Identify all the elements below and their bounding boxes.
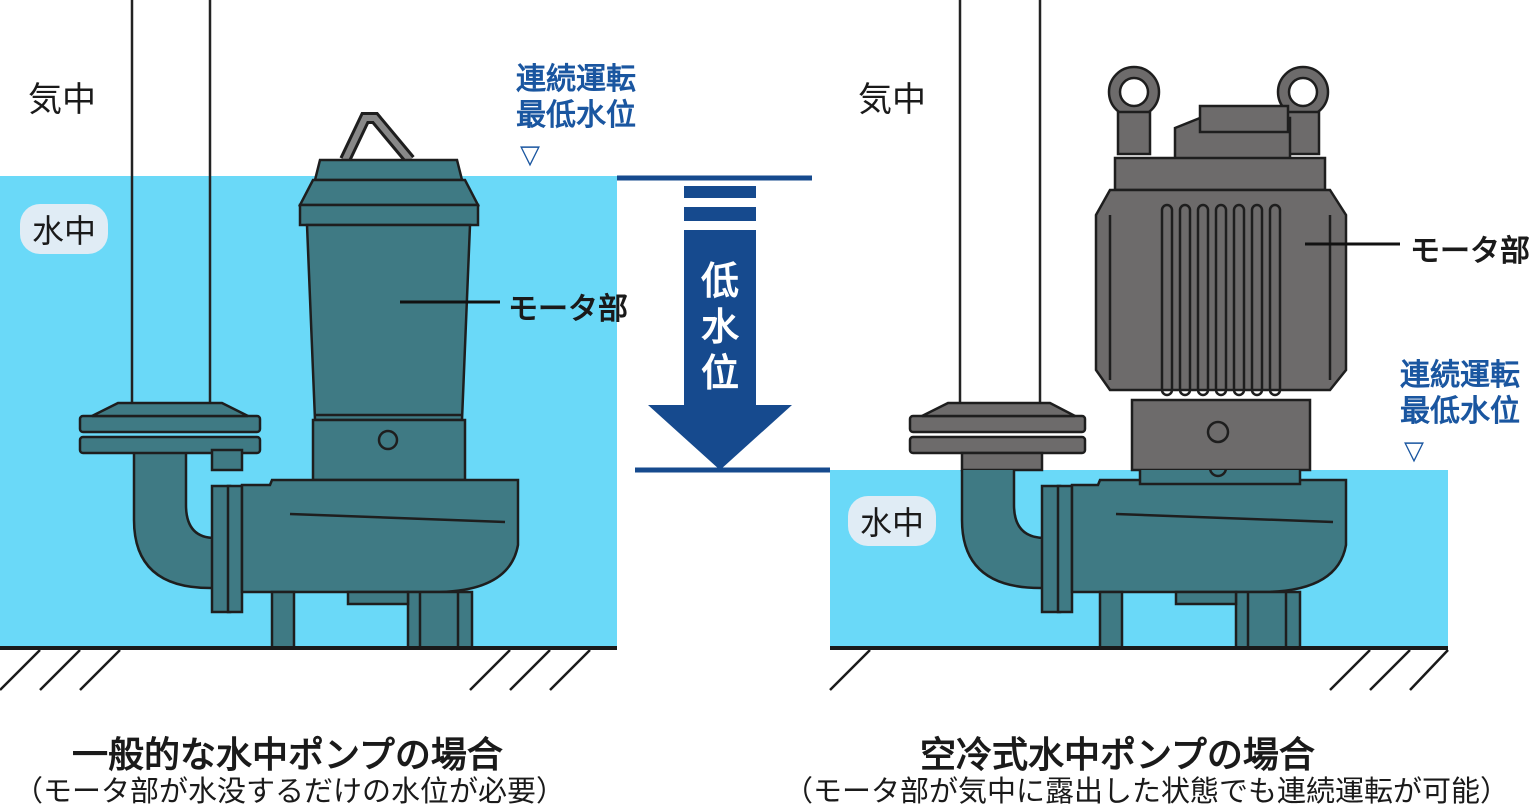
left-motor-cap	[313, 158, 464, 182]
low-water-arrow	[617, 175, 830, 473]
left-motor-label: モータ部	[508, 292, 628, 327]
arrow-body	[648, 230, 792, 470]
right-min-level-line2: 最低水位	[1400, 394, 1520, 429]
right-air-label: 気中	[858, 80, 926, 120]
left-min-level-line2: 最低水位	[516, 98, 636, 133]
right-cooling-fins	[1160, 203, 1282, 397]
left-min-level-line1: 連続運転	[516, 62, 636, 97]
left-motor-body	[305, 223, 472, 422]
left-min-level-label: 連続運転 最低水位	[516, 62, 636, 134]
right-min-level-line1: 連続運転	[1400, 358, 1520, 393]
right-motor-label: モータ部	[1410, 234, 1530, 269]
left-panel	[0, 0, 617, 691]
left-flange-top	[78, 414, 262, 434]
left-caption-title: 一般的な水中ポンプの場合	[72, 735, 503, 776]
left-level-marker: ▽	[520, 140, 540, 170]
right-water-label: 水中	[848, 496, 937, 546]
arrow-label: 低 水 位	[690, 258, 750, 396]
arrow-label-line3: 位	[700, 351, 739, 395]
left-volute	[240, 478, 520, 594]
left-leg-2	[406, 590, 474, 650]
right-pump-gray	[908, 65, 1348, 472]
right-caption-title: 空冷式水中ポンプの場合	[920, 735, 1315, 776]
left-caption-sub: （モータ部が水没するだけの水位が必要）	[14, 774, 566, 808]
right-min-level-label: 連続運転 最低水位	[1400, 358, 1520, 430]
right-caption-sub: （モータ部が気中に露出した状態でも連続運転が可能）	[784, 774, 1510, 808]
right-pump-teal	[960, 470, 1348, 650]
right-panel	[829, 0, 1449, 691]
left-leg-1	[270, 590, 296, 650]
left-air-label: 気中	[28, 80, 96, 120]
left-discharge-bend	[132, 438, 217, 590]
right-level-marker: ▽	[1404, 436, 1424, 466]
left-pump	[78, 112, 520, 650]
arrow-label-line1: 低	[700, 259, 739, 303]
arrow-label-line2: 水	[700, 305, 739, 349]
left-water-label: 水中	[20, 204, 109, 254]
right-motor-body	[1094, 188, 1348, 392]
